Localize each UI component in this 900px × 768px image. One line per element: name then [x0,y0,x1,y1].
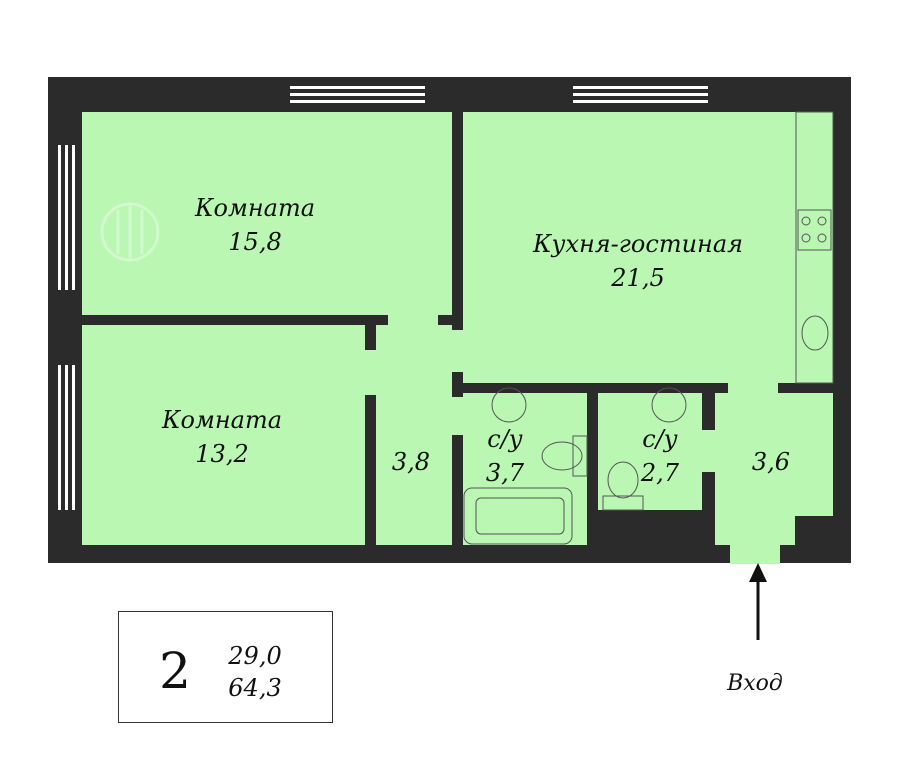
watermark-logo [100,202,160,262]
wc-area: 2,7 [640,459,680,487]
legend-box [118,611,333,723]
bath-floor [463,393,587,545]
kitchen-hall-opening [728,380,778,395]
floor-areas [82,112,833,564]
kitchen-floor [463,112,833,383]
toilet-icon [541,441,583,471]
bath-area: 3,7 [486,459,525,487]
corridor-area: 3,8 [392,448,430,476]
stove-icon [797,209,832,251]
kitchen-area: 21,5 [610,264,664,292]
entrance-gap [730,540,780,564]
corridor-kitchen-opening [450,330,465,372]
bath-door [450,397,465,435]
room-1-floor [82,112,452,315]
entrance-label: Вход [726,671,783,696]
room-1-name: Комната [194,194,315,222]
entrance-arrow-icon [749,563,767,640]
wc-door [700,430,717,472]
hall-area: 3,6 [752,448,790,476]
bath-sink-icon [491,387,527,423]
bath-name: с/у [487,425,523,453]
legend-rooms-count: 2 [159,642,191,700]
room-1-area: 15,8 [228,228,281,256]
bathtub-icon [463,487,573,545]
kitchen-sink-icon [801,315,829,351]
wc-sink-icon [651,387,687,423]
corridor-door-2 [388,314,438,326]
hall-floor [715,393,833,516]
room-2-floor [82,325,365,545]
windows [58,86,708,510]
room-2-name: Комната [161,406,282,434]
kitchen-name: Кухня-гостиная [532,230,743,258]
corridor-door-1 [365,350,377,395]
corridor-floor [376,325,452,545]
wc-toilet-icon [607,461,639,499]
wc-name: с/у [642,425,678,453]
kitchen-counter [795,111,834,384]
legend-living-area: 29,0 [227,642,281,670]
legend-total-area: 64,3 [228,674,281,702]
room-2-area: 13,2 [195,440,248,468]
hall-floor-lower [715,510,795,545]
